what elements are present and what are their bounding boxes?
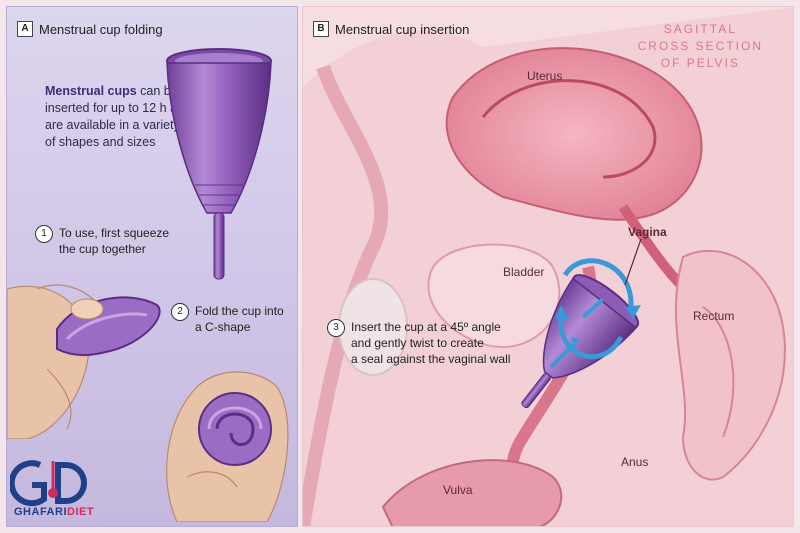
label-uterus: Uterus — [527, 69, 563, 83]
logo-text: GHAFARIDIET — [14, 506, 94, 518]
logo-text-part-2: DIET — [67, 506, 95, 518]
hand-squeeze-illustration — [7, 284, 161, 439]
panel-a-intro: Menstrual cups can be inserted for up to… — [45, 83, 191, 151]
sagittal-line-1: SAGITTAL — [663, 22, 737, 36]
step-3-line-2: and gently twist to create — [351, 336, 484, 350]
hand-c-fold-illustration — [166, 371, 289, 522]
step-3-line-1: Insert the cup at a 45º angle — [351, 320, 501, 334]
step-2: 2 Fold the cup into a C-shape — [171, 303, 284, 335]
step-3: 3 Insert the cup at a 45º angle and gent… — [327, 319, 510, 367]
ghafari-diet-logo — [10, 460, 87, 507]
pelvis-cross-section — [303, 7, 793, 526]
step-2-line-2: a C-shape — [195, 320, 251, 334]
step-3-line-3: a seal against the vaginal wall — [351, 352, 511, 366]
step-1-number: 1 — [35, 225, 53, 243]
sagittal-cross-section-title: SAGITTAL CROSS SECTION OF PELVIS — [638, 21, 763, 72]
step-1-line-2: the cup together — [59, 242, 146, 256]
panel-a-letter: A — [17, 21, 33, 37]
step-3-number: 3 — [327, 319, 345, 337]
step-2-number: 2 — [171, 303, 189, 321]
intro-line-3: are available in a variety — [45, 118, 180, 132]
intro-bold: Menstrual cups — [45, 84, 137, 98]
intro-line-4: of shapes and sizes — [45, 135, 156, 149]
intro-line-2: inserted for up to 12 h and — [45, 101, 191, 115]
step-1: 1 To use, first squeeze the cup together — [35, 225, 169, 257]
logo-text-part-1: GHAFARI — [14, 506, 67, 518]
panel-b-title: Menstrual cup insertion — [335, 21, 470, 37]
step-1-line-1: To use, first squeeze — [59, 226, 170, 240]
label-bladder: Bladder — [503, 265, 545, 279]
panel-a-title: Menstrual cup folding — [39, 21, 163, 37]
label-vulva: Vulva — [443, 483, 473, 497]
label-rectum: Rectum — [693, 309, 735, 323]
label-anus: Anus — [621, 455, 649, 469]
panel-a-cup-folding: A Menstrual cup folding Menstrual cups c… — [6, 6, 298, 527]
sagittal-line-2: CROSS SECTION — [637, 39, 763, 53]
panel-b-cup-insertion: B Menstrual cup insertion SAGITTAL CROSS… — [302, 6, 794, 527]
step-2-line-1: Fold the cup into — [195, 304, 284, 318]
panel-a-header: A Menstrual cup folding — [17, 21, 163, 37]
label-vagina: Vagina — [628, 225, 667, 239]
panel-b-header: B Menstrual cup insertion — [313, 21, 469, 37]
panel-b-letter: B — [313, 21, 329, 37]
sagittal-line-3: OF PELVIS — [660, 56, 740, 70]
menstrual-cup-illustration — [166, 48, 272, 280]
